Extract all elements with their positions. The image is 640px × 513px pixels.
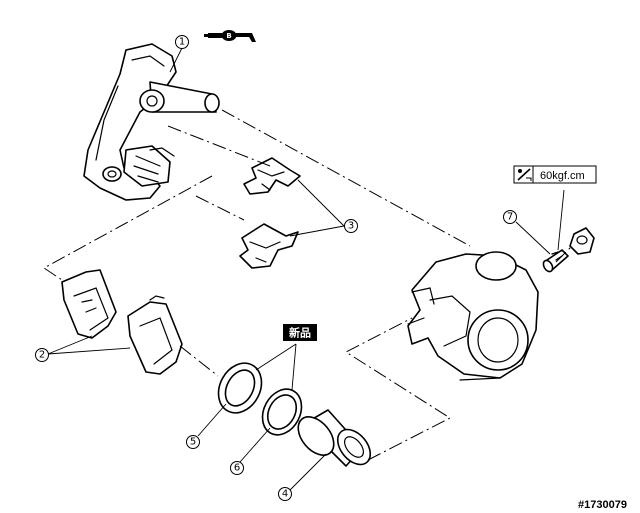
grease-letter: B <box>226 32 231 40</box>
svg-text:7: 7 <box>507 212 513 223</box>
new-part-badge: 新品 <box>283 324 317 341</box>
svg-text:6: 6 <box>234 463 240 474</box>
grease-symbol: B <box>204 30 256 42</box>
callout-6: 6 <box>230 461 244 475</box>
piston-seal <box>261 388 303 436</box>
leader-lines <box>47 47 565 491</box>
torque-wrench-icon <box>517 168 532 181</box>
callout-3: 3 <box>344 219 358 233</box>
callout-4: 4 <box>278 487 292 501</box>
svg-text:1: 1 <box>179 37 185 48</box>
caliper-bracket <box>83 43 220 201</box>
svg-text:4: 4 <box>282 489 288 500</box>
brake-pad-front <box>61 269 117 339</box>
torque-value: 60kgf.cm <box>540 170 585 182</box>
caliper-body <box>407 251 539 381</box>
callout-1: 1 <box>175 35 189 49</box>
bleeder-cap <box>569 227 595 255</box>
pad-spring-lower <box>239 223 299 269</box>
bleeder-screw <box>542 249 569 273</box>
svg-text:2: 2 <box>39 350 45 361</box>
torque-spec: 60kgf.cm <box>513 165 597 184</box>
callout-5: 5 <box>186 435 200 449</box>
grease-gun-icon <box>208 33 222 38</box>
svg-text:3: 3 <box>348 221 354 232</box>
reference-number: #1730079 <box>578 499 627 511</box>
brake-pad-rear <box>127 295 183 375</box>
callout-2: 2 <box>35 348 49 362</box>
callout-7: 7 <box>503 210 517 224</box>
dust-seal <box>217 362 263 414</box>
caliper-piston <box>297 409 372 467</box>
svg-text:5: 5 <box>190 437 196 448</box>
pad-spring-upper <box>243 157 301 195</box>
new-part-label: 新品 <box>289 326 311 340</box>
assembly-lines <box>43 109 573 461</box>
